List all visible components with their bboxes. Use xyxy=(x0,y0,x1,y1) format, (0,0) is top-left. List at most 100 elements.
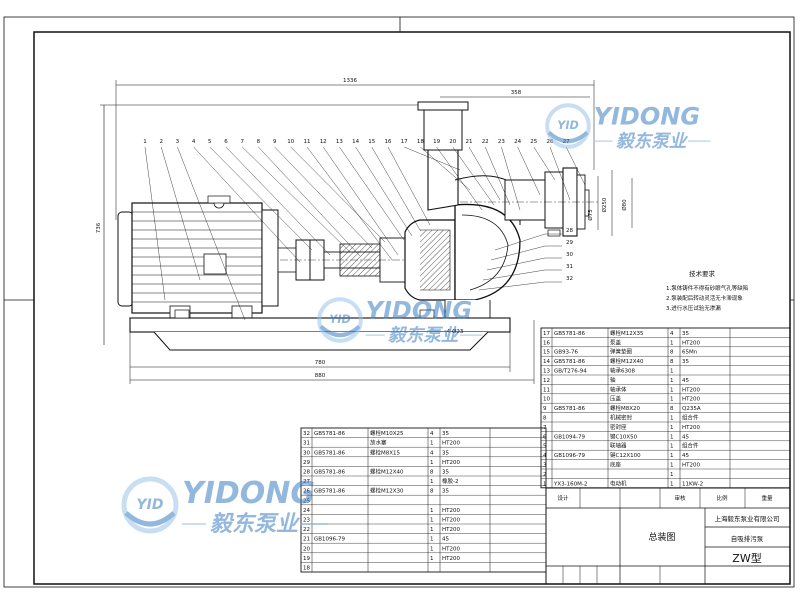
watermark-brand-cn: 毅东泵业 xyxy=(388,325,461,346)
dim-base-total: 880 xyxy=(315,373,326,379)
balloon-leader xyxy=(225,146,331,256)
bom-cell-qty: 1 xyxy=(670,387,674,393)
balloon-leader xyxy=(404,146,461,171)
bom-cell-no: 13 xyxy=(543,369,550,375)
bom-cell-no: 6 xyxy=(543,434,547,440)
dim-top-right: 358 xyxy=(511,90,522,96)
balloon-label: 30 xyxy=(566,252,573,258)
bom-cell-name: 机械密封 xyxy=(610,414,633,422)
bom-cell-no: 20 xyxy=(303,546,310,552)
dim-outlet-a: Ø75 xyxy=(587,209,594,221)
balloon-leader xyxy=(501,146,521,211)
bom-cell-name: 电动机 xyxy=(610,479,627,487)
balloon-leader xyxy=(566,146,586,186)
bom-cell-mat: 组合件 xyxy=(682,442,699,450)
bom-cell-mat: HT200 xyxy=(442,546,460,552)
bom-cell-std: GB93-76 xyxy=(554,350,579,356)
balloon-label: 13 xyxy=(336,139,343,145)
bom-cell-std: GB5781-86 xyxy=(314,450,346,456)
bom-cell-name: 螺栓M12X40 xyxy=(610,357,644,365)
balloon-leader xyxy=(339,146,405,241)
bom-cell-no: 10 xyxy=(543,397,550,403)
balloon-leader xyxy=(371,146,421,231)
shaft-coupling xyxy=(277,237,450,283)
dim-overall-length: 1336 xyxy=(343,78,357,84)
yidong-logo-icon: YID xyxy=(317,297,363,343)
bom-cell-no: 18 xyxy=(303,566,310,572)
balloon-label: 18 xyxy=(417,139,424,145)
bom-cell-name: 轴 xyxy=(610,376,616,384)
balloon-label: 6 xyxy=(224,139,228,145)
outer-border xyxy=(3,16,795,588)
bom-cell-qty: 1 xyxy=(430,527,434,533)
balloon-label: 9 xyxy=(273,139,277,145)
balloon-leader xyxy=(306,146,393,261)
bom-cell-no: 30 xyxy=(303,450,310,456)
tech-line-3: 3.进行水压试验无渗漏 xyxy=(666,304,721,312)
bom-cell-name: 螺栓M8X20 xyxy=(610,404,641,412)
bom-cell-qty: 1 xyxy=(670,425,674,431)
balloon-leader xyxy=(209,146,313,251)
balloon-leader xyxy=(494,233,546,251)
bom-cell-qty: 1 xyxy=(430,546,434,552)
balloon-leader xyxy=(274,146,373,249)
balloon-leader xyxy=(478,281,546,291)
tech-title: 技术要求 xyxy=(689,269,716,278)
tb-company: 上海毅东泵业有限公司 xyxy=(715,514,780,523)
bom-cell-qty: 1 xyxy=(670,416,674,422)
tb-weight: 重量 xyxy=(761,494,773,502)
bom-cell-name: 螺栓M12X35 xyxy=(610,329,644,337)
bom-cell-mat: 35 xyxy=(442,489,449,495)
bom-cell-name: 联轴器 xyxy=(610,442,627,450)
balloon-label: 12 xyxy=(320,139,327,145)
bom-cell-name: 弹簧垫圈 xyxy=(610,348,633,356)
watermark-brand-latin: YIDONG xyxy=(182,476,315,511)
balloon-leader xyxy=(452,146,495,206)
bom-cell-no: 17 xyxy=(543,331,550,337)
bom-cell-no: 14 xyxy=(543,359,550,365)
bom-cell-name: 螺栓M12X40 xyxy=(370,468,404,476)
balloon-label: 5 xyxy=(208,139,212,145)
bom-cell-qty: 1 xyxy=(670,434,674,440)
bom-cell-name: 放水塞 xyxy=(370,439,387,447)
watermark-logo-letters: YID xyxy=(137,497,164,513)
bom-cell-name: 螺栓M8X15 xyxy=(370,448,401,456)
bom-cell-qty: 1 xyxy=(430,537,434,543)
watermark-logo-letters: YID xyxy=(329,313,351,326)
bom-cell-qty: 1 xyxy=(670,378,674,384)
balloon-label: 23 xyxy=(498,139,505,145)
bom-cell-mat: 65Mn xyxy=(682,350,698,356)
watermark-brand-latin: YIDONG xyxy=(594,102,700,130)
bom-cell-mat: 35 xyxy=(682,359,689,365)
bom-cell-mat: 11KW-2 xyxy=(682,481,703,487)
bom-row: 20 1 HT200 xyxy=(303,546,460,552)
tech-line-2: 2.泵装配后转动灵活无卡滞现象 xyxy=(666,294,743,302)
bom-cell-std: GB1096-79 xyxy=(554,453,586,459)
balloon-label: 26 xyxy=(547,139,554,145)
watermark-brand-cn: 毅东泵业 xyxy=(616,131,689,152)
bom-cell-name: 压盖 xyxy=(610,395,622,403)
balloon-label: 1 xyxy=(143,139,147,145)
